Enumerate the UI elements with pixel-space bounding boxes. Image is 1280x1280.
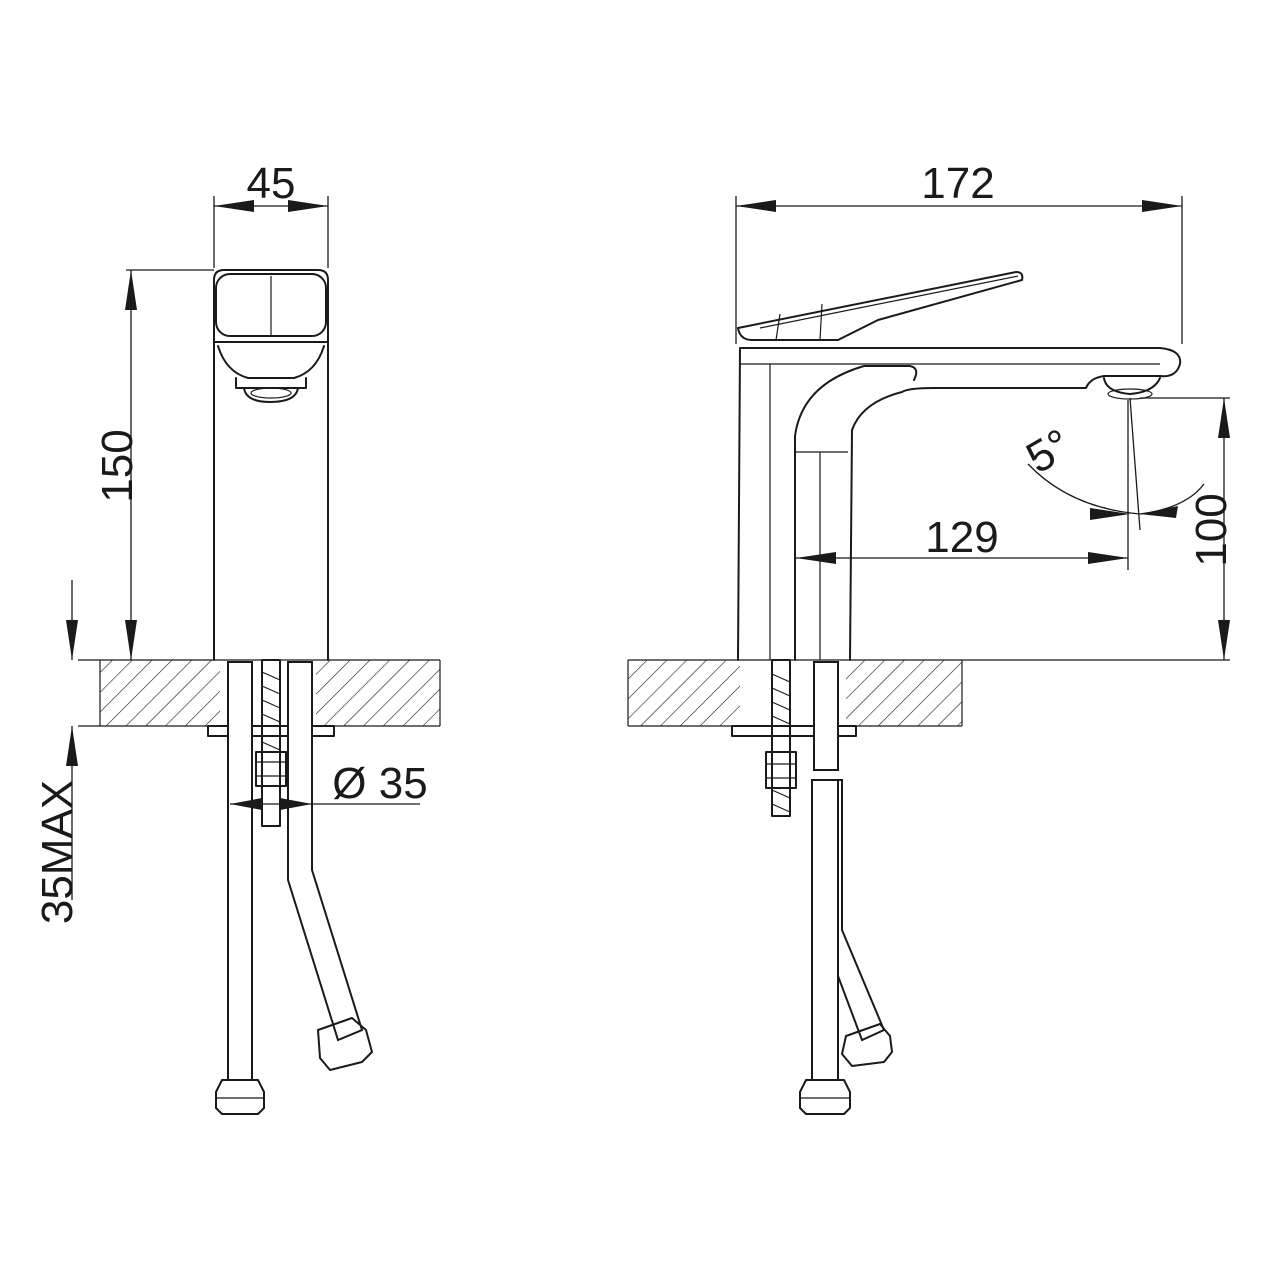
- countertop-side: [627, 659, 1230, 727]
- dim-length-side: 172: [921, 159, 994, 208]
- countertop-front: [78, 659, 441, 727]
- dim-hole-diameter: Ø 35: [332, 759, 427, 808]
- dim-spout-angle: 5°: [1018, 420, 1079, 483]
- faucet-body-side: [737, 347, 1182, 661]
- hoses-side: [799, 661, 893, 1115]
- front-view: [78, 269, 441, 1115]
- hoses-front: [215, 661, 373, 1115]
- dim-width-front: 45: [247, 159, 296, 208]
- dim-depth-max: 35MAX: [33, 780, 82, 924]
- dim-height-front: 150: [93, 429, 142, 502]
- dim-height-side: 100: [1187, 493, 1236, 566]
- side-view: [627, 271, 1230, 1115]
- faucet-body-front: [213, 269, 329, 661]
- dimensions-front: 45 150 35MAX Ø 35: [33, 159, 428, 924]
- mounting-side: [731, 659, 857, 817]
- mounting-front: [207, 659, 335, 827]
- lever-handle-side: [737, 271, 1024, 341]
- dim-reach-side: 129: [925, 513, 998, 562]
- dimensions-side: 172 129 100 5°: [735, 159, 1236, 660]
